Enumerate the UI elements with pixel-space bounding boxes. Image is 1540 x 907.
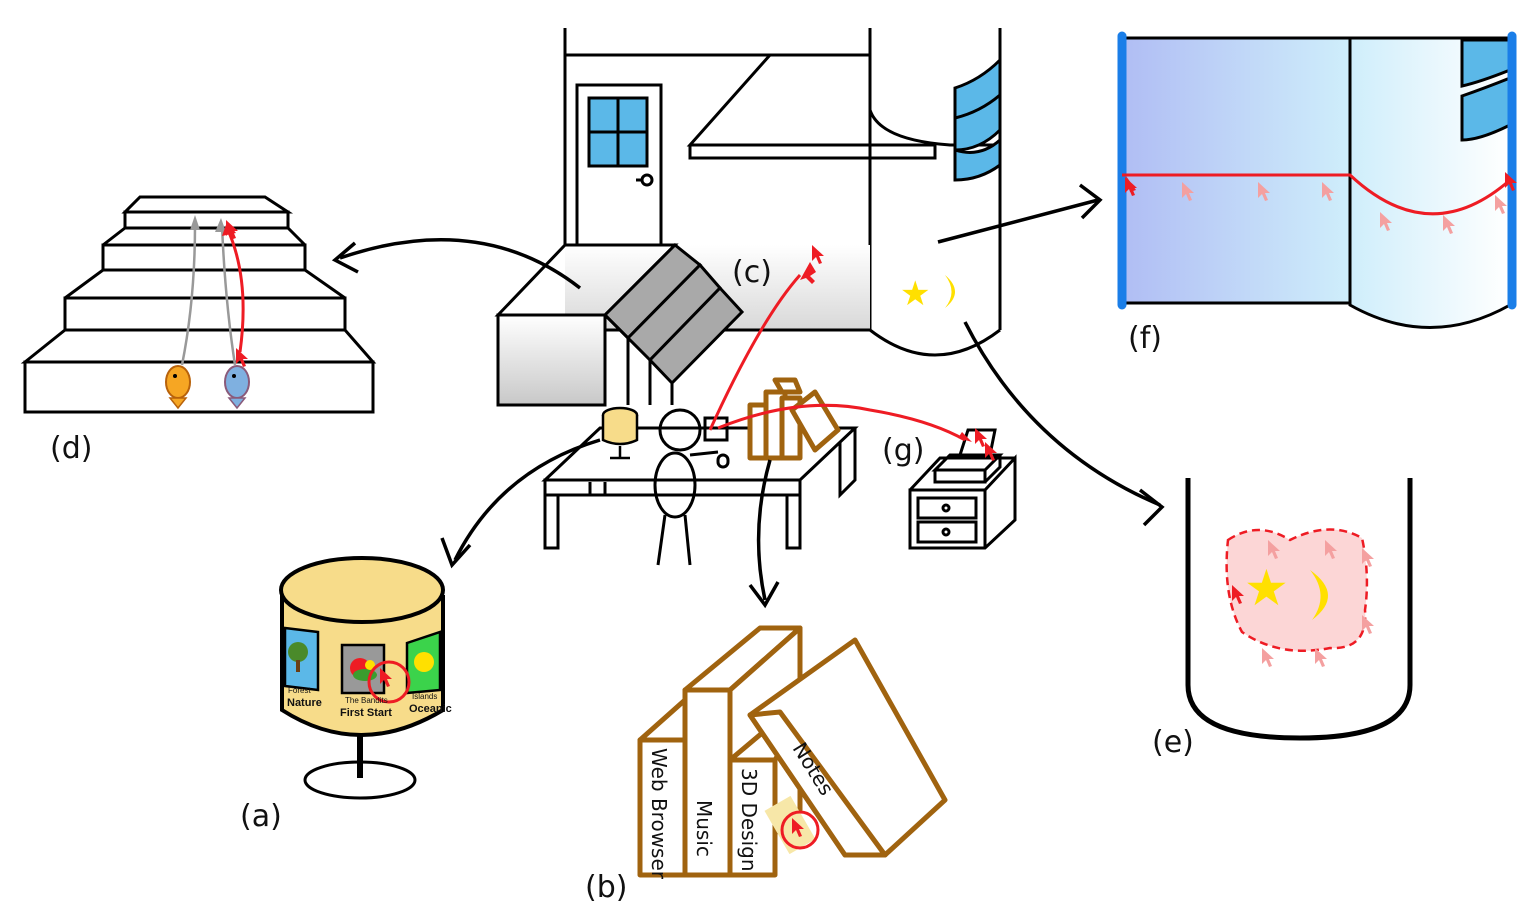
blue-fish-icon [224, 365, 250, 410]
label-f: (f) [1128, 321, 1162, 356]
label-d: (d) [50, 431, 92, 466]
panel-b-books: Web Browser Music 3D Design Notes [637, 625, 948, 880]
book-web-browser[interactable]: Web Browser [647, 748, 671, 880]
connecting-arrows [331, 183, 1165, 609]
curved-wall: ★ [868, 28, 1002, 357]
central-room: ★ [494, 28, 1017, 566]
red-interaction-arrows [708, 245, 997, 461]
panel-f-curved-screen [1117, 31, 1517, 329]
cursor-icon [1315, 648, 1327, 667]
star-icon: ★ [1244, 559, 1289, 617]
orange-fish-icon [165, 365, 191, 410]
printer-cabinet [908, 428, 1017, 550]
panel-e-container: ★ [1185, 478, 1413, 741]
lamp [601, 406, 639, 460]
cursor-icon [226, 220, 238, 239]
range-hood [686, 54, 937, 160]
labels: (a) (b) (c) (d) (e) (f) (g) [50, 255, 1194, 905]
card-subtitle-right: Islands [412, 692, 437, 701]
book-3d-design[interactable]: 3D Design [737, 768, 761, 872]
cursor-icon [236, 348, 248, 367]
label-b: (b) [585, 870, 627, 905]
label-c: (c) [732, 255, 772, 290]
moon-icon [1310, 570, 1329, 620]
card-subtitle-center: The Bandits [345, 696, 388, 705]
label-a: (a) [240, 799, 282, 834]
label-g: (g) [882, 433, 924, 468]
card-subtitle-left: Forest [288, 686, 311, 695]
person [653, 408, 730, 566]
cursor-icon [1262, 648, 1274, 667]
stairs [494, 242, 745, 407]
panel-d-steps [20, 195, 377, 414]
star-icon: ★ [900, 274, 930, 314]
door [575, 83, 663, 247]
card-title-center[interactable]: First Start [340, 707, 392, 719]
book-music[interactable]: Music [692, 800, 716, 857]
moon-icon [945, 275, 955, 308]
desk-books [747, 377, 841, 461]
label-e: (e) [1152, 725, 1194, 760]
card-title-left[interactable]: Nature [287, 697, 322, 709]
card-title-right[interactable]: Oceanic [409, 703, 452, 715]
panel-a-cylinder: Forest Nature The Bandits First Start Is… [279, 556, 452, 800]
desk [541, 426, 859, 550]
